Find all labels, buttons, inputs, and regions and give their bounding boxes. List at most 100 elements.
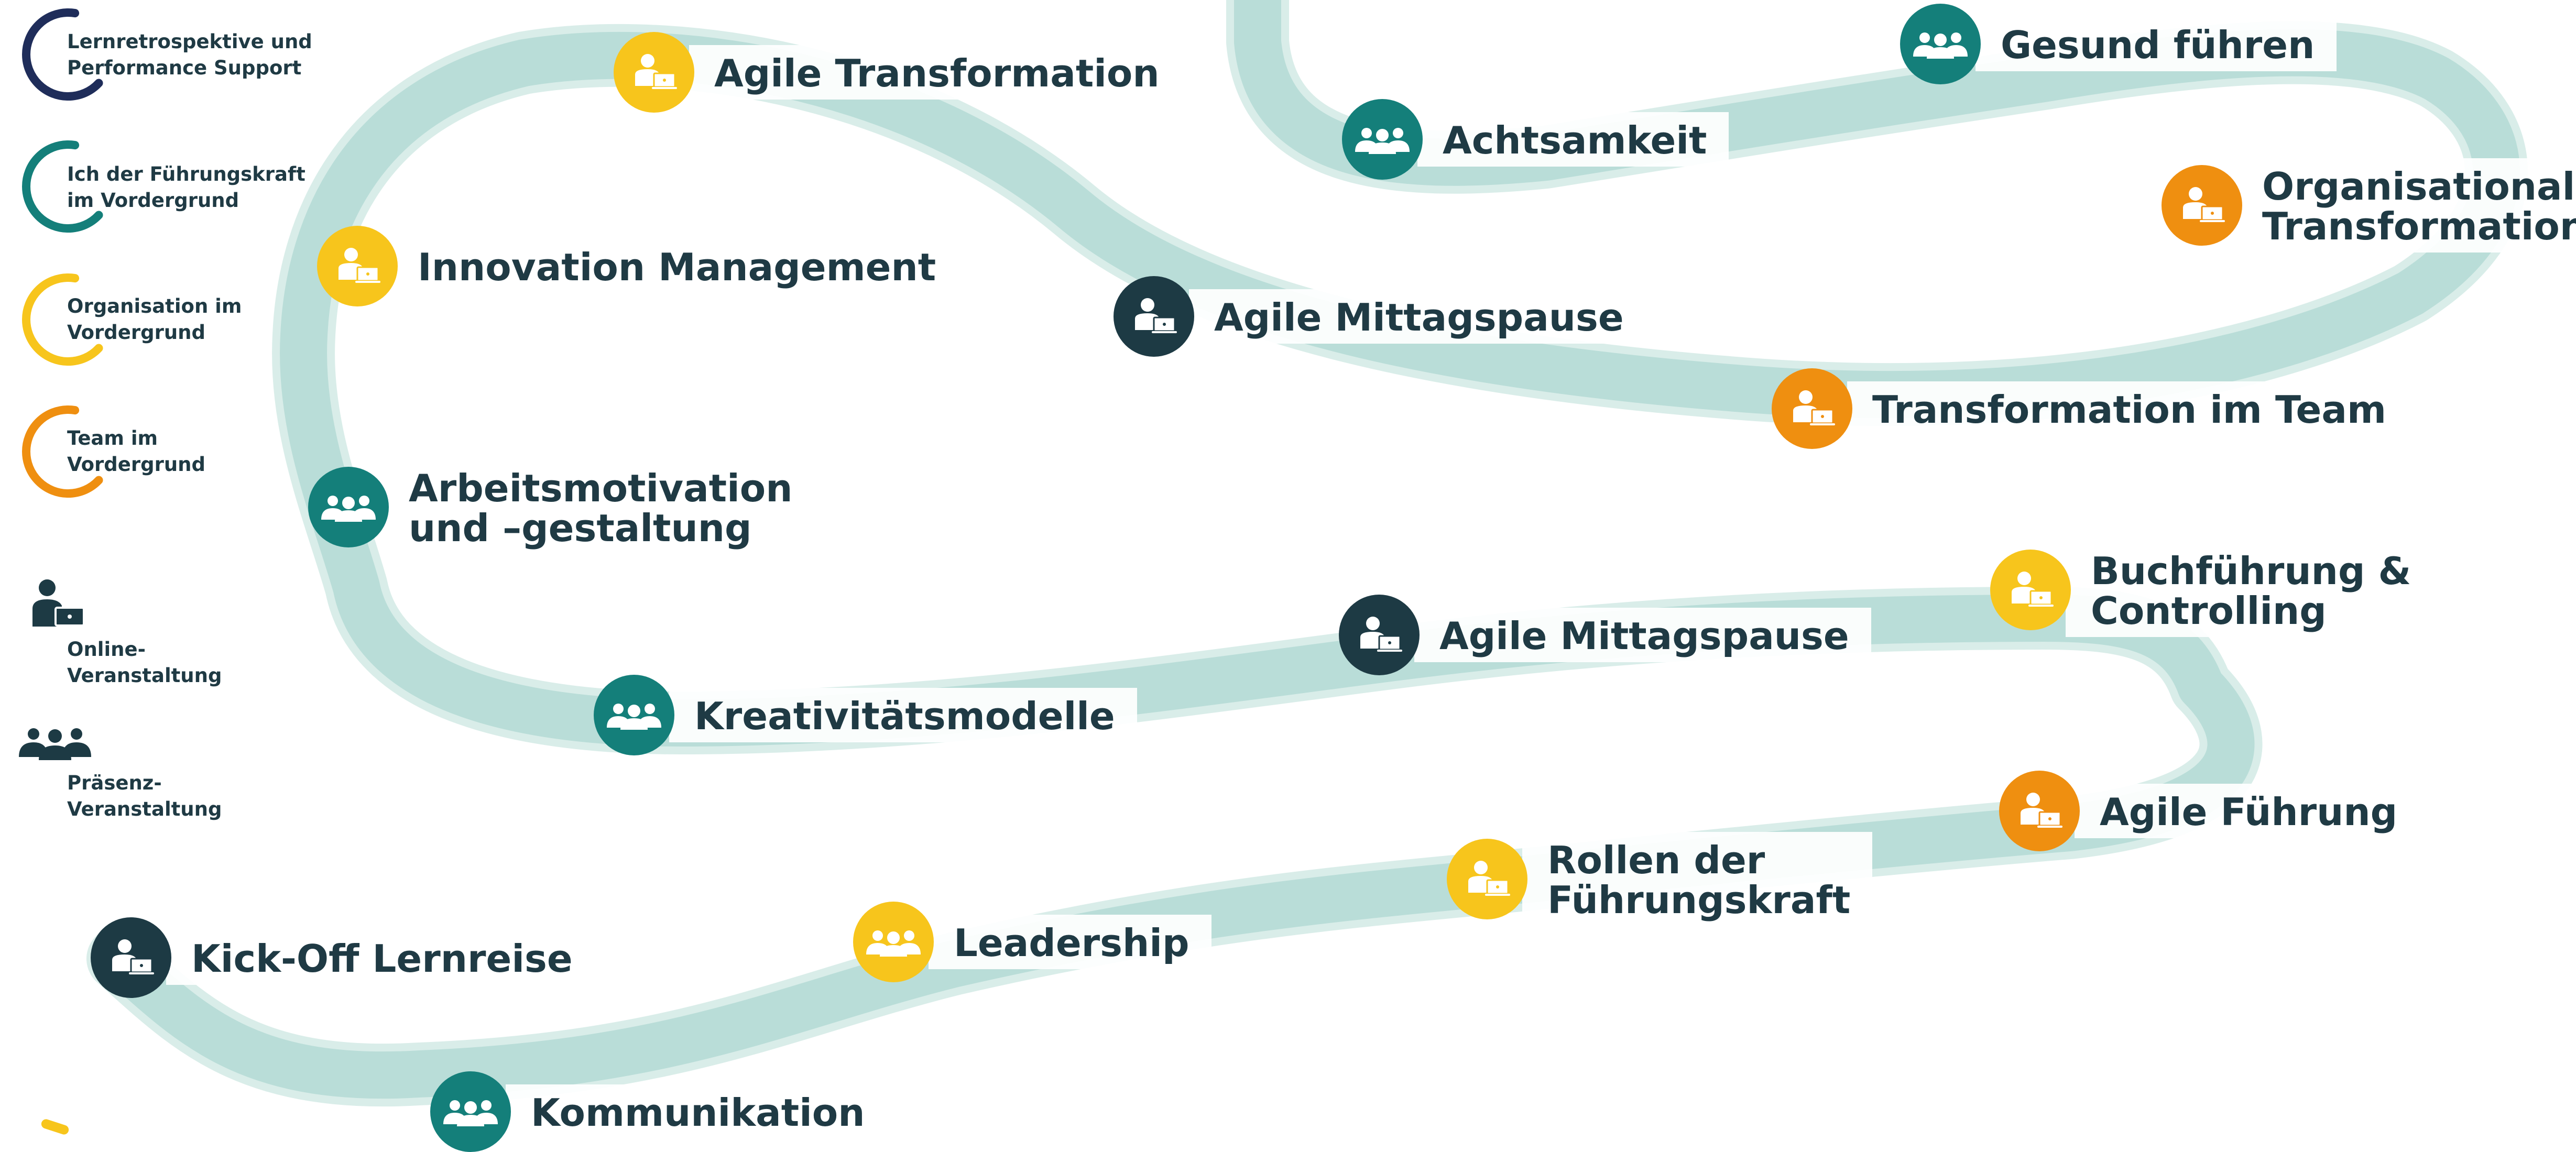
node-label-line: Kick-Off Lernreise xyxy=(191,937,573,981)
online-event-badge xyxy=(1999,771,2080,851)
node-label: Innovation Management xyxy=(418,247,936,287)
node-label-line: Achtsamkeit xyxy=(1443,118,1707,162)
online-person-laptop-icon xyxy=(2012,572,2054,607)
node-label-background xyxy=(506,1084,887,1139)
node-label-background xyxy=(166,930,595,985)
node-label-line: Transformation xyxy=(2262,204,2576,248)
node-label-background xyxy=(1189,289,1646,344)
online-person-laptop-icon xyxy=(32,579,85,627)
node-label-line: Agile Mittagspause xyxy=(1214,295,1624,339)
node-label-line: Leadership xyxy=(954,921,1189,965)
online-person-laptop-icon xyxy=(112,939,154,974)
node-label: Buchführung &Controlling xyxy=(2091,551,2411,631)
legend-line: Online- xyxy=(67,638,146,661)
online-event-badge xyxy=(1772,368,1852,449)
online-person-laptop-icon xyxy=(2021,793,2062,828)
group-people-icon xyxy=(607,704,661,730)
node-label-background xyxy=(689,45,1182,100)
legend-label-organisation: Organisation im Vordergrund xyxy=(67,293,242,346)
node-label: Transformation im Team xyxy=(1872,390,2386,430)
group-people-icon xyxy=(321,496,376,522)
node-label-line: Transformation im Team xyxy=(1872,388,2386,432)
legend-line: Präsenz- xyxy=(67,772,162,794)
legend-line: Veranstaltung xyxy=(67,798,222,820)
node-label-line: Gesund führen xyxy=(2001,23,2315,67)
legend-line: Ich der Führungskraft xyxy=(67,163,305,185)
group-people-icon xyxy=(443,1100,498,1126)
node-label-background xyxy=(392,239,958,293)
group-people-icon xyxy=(866,930,921,957)
node-label-background xyxy=(384,460,815,554)
node-label: Kreativitätsmodelle xyxy=(694,696,1115,736)
presence-event-badge xyxy=(1342,99,1423,180)
node-label-background xyxy=(1417,112,1729,167)
node-label-background xyxy=(2237,158,2576,253)
legend-label-praesenz: Präsenz- Veranstaltung xyxy=(67,770,222,822)
legend-line: Team im xyxy=(67,427,158,449)
legend-ring-fuehrungskraft xyxy=(22,140,114,233)
node-label-line: Rollen der xyxy=(1547,838,1765,882)
node-label-line: Agile Mittagspause xyxy=(1439,614,1849,658)
node-label-background xyxy=(669,688,1137,742)
node-label: Agile Mittagspause xyxy=(1439,616,1849,656)
legend-ring-retrospektive xyxy=(22,8,114,101)
legend-line: Veranstaltung xyxy=(67,664,222,687)
online-event-badge xyxy=(91,917,171,998)
legend-line: Vordergrund xyxy=(67,453,206,476)
node-label-line: Kommunikation xyxy=(531,1091,865,1135)
node-label: Kommunikation xyxy=(531,1093,865,1133)
online-person-laptop-icon xyxy=(1468,861,1510,896)
node-label-line: Kreativitätsmodelle xyxy=(694,694,1115,738)
node-label-line: Führungskraft xyxy=(1547,878,1851,922)
node-label-background xyxy=(1414,608,1871,662)
node-label-background xyxy=(2075,784,2420,838)
legend-label-retrospektive: Lernretrospektive und Performance Suppor… xyxy=(67,29,312,81)
node-label-background xyxy=(929,915,1211,969)
online-event-badge xyxy=(1339,595,1420,675)
node-label-background xyxy=(1975,17,2337,71)
node-label-background xyxy=(1522,832,1873,926)
legend-label-online: Online- Veranstaltung xyxy=(67,637,222,689)
legend-line: im Vordergrund xyxy=(67,189,239,212)
node-label-background xyxy=(2066,543,2433,637)
presence-event-badge xyxy=(853,902,934,982)
online-person-laptop-icon xyxy=(339,248,380,283)
group-people-icon xyxy=(1355,128,1410,154)
presence-event-badge xyxy=(1900,4,1981,84)
presence-event-badge xyxy=(594,675,674,755)
node-label-line: Buchführung & xyxy=(2091,549,2411,593)
legend-label-team: Team im Vordergrund xyxy=(67,425,205,478)
group-people-icon xyxy=(1913,32,1968,59)
node-label-line: und –gestaltung xyxy=(409,506,752,550)
node-label: Gesund führen xyxy=(2001,25,2315,65)
online-person-laptop-icon xyxy=(1360,617,1402,652)
node-label-line: Arbeitsmotivation xyxy=(409,466,793,510)
node-label: Agile Mittagspause xyxy=(1214,298,1624,337)
online-event-badge xyxy=(1447,839,1527,919)
online-person-laptop-icon xyxy=(1793,390,1835,425)
legend-line: Lernretrospektive und xyxy=(67,30,312,53)
node-label: Leadership xyxy=(954,923,1189,963)
node-label-line: Agile Führung xyxy=(2100,790,2398,834)
node-label: Kick-Off Lernreise xyxy=(191,939,573,979)
online-event-badge xyxy=(1114,276,1194,357)
online-event-badge xyxy=(317,226,398,306)
online-event-badge xyxy=(614,32,694,113)
node-label-background xyxy=(1847,381,2408,436)
legend-label-fuehrungskraft: Ich der Führungskraft im Vordergrund xyxy=(67,161,305,214)
node-label-line: Organisationale xyxy=(2262,164,2576,209)
group-people-icon xyxy=(19,728,91,760)
online-event-badge xyxy=(1990,550,2071,630)
online-person-laptop-icon xyxy=(1135,298,1177,333)
presence-event-badge xyxy=(430,1071,511,1152)
online-person-laptop-icon xyxy=(2183,187,2225,222)
presence-event-badge xyxy=(308,467,389,547)
legend-line: Organisation im xyxy=(67,295,242,317)
node-label-line: Controlling xyxy=(2091,589,2327,633)
legend-ring-organisation xyxy=(22,273,114,366)
legend-line: Vordergrund xyxy=(67,321,206,344)
